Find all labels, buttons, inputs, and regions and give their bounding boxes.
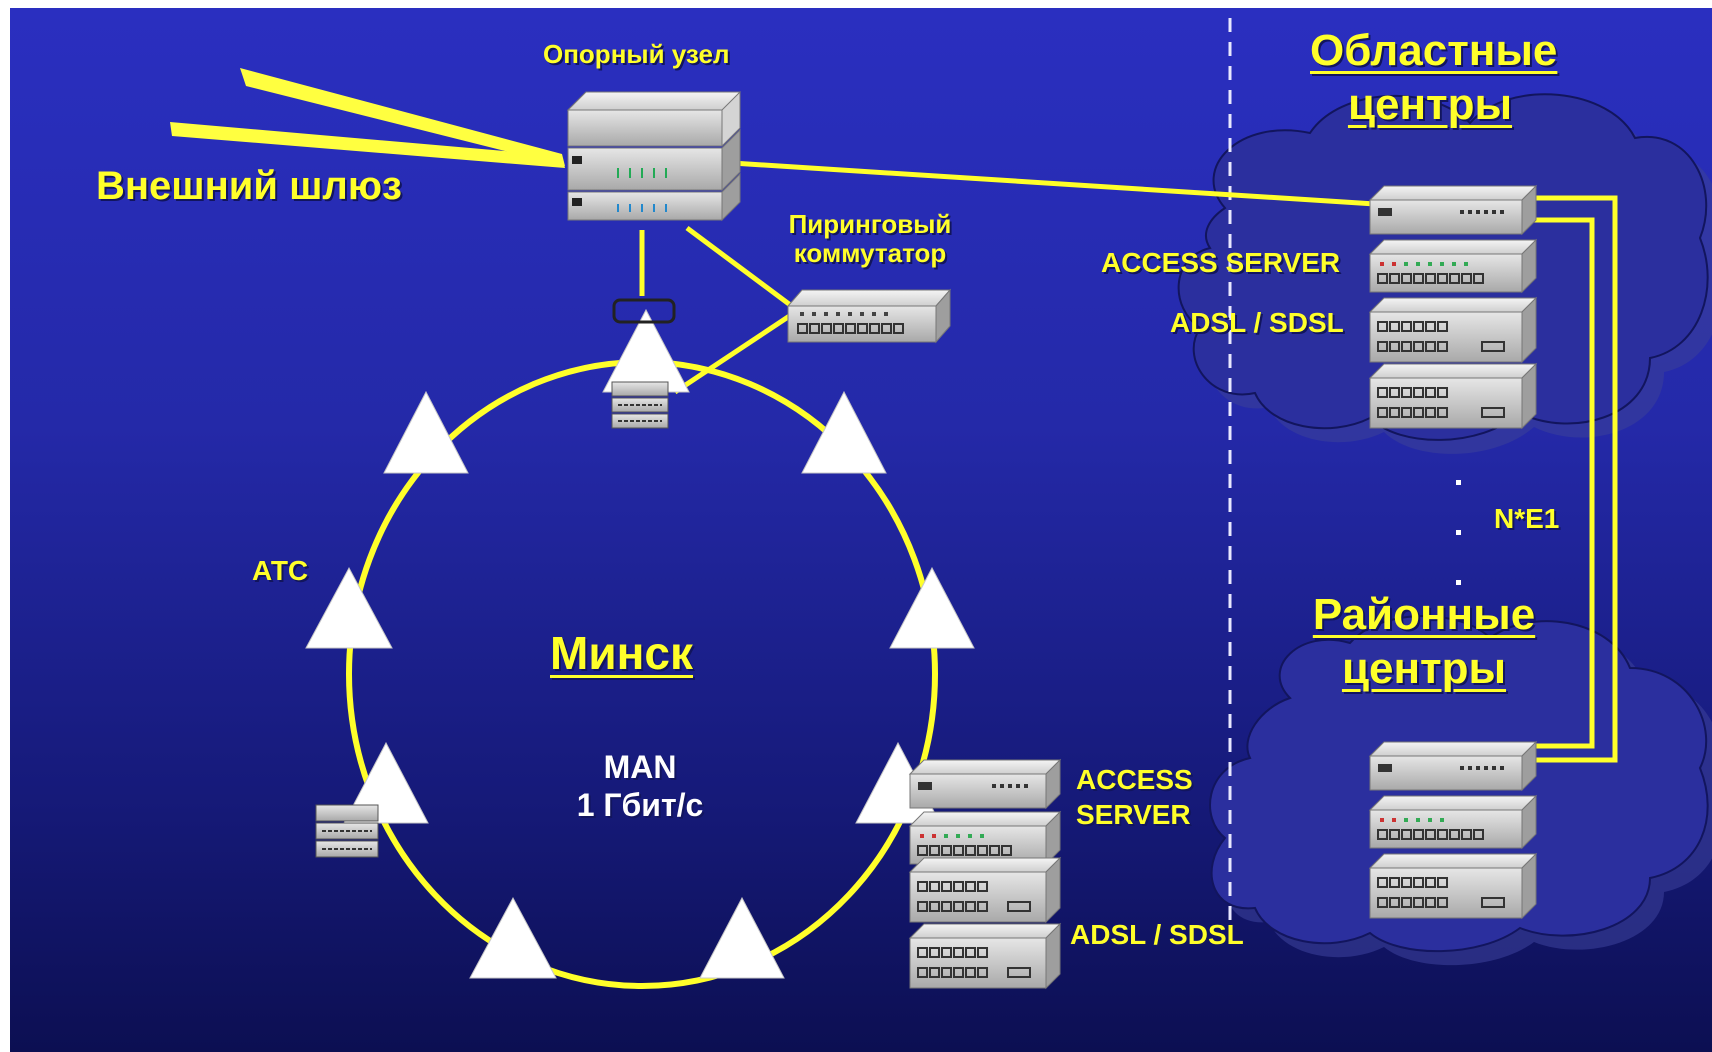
regional-access-server-icon xyxy=(1368,184,1538,236)
peering-switch-label-line1: Пиринговый xyxy=(788,209,952,239)
atc-triangle-icon xyxy=(305,566,393,649)
core-node-label: Опорный узел xyxy=(543,39,730,69)
regional-access-server-label: ACCESS SERVER xyxy=(1101,247,1341,278)
atc-triangle-icon xyxy=(343,741,429,824)
regional-centers-label: Областные центры xyxy=(1310,24,1558,131)
regional-centers-label-line2: центры xyxy=(1347,79,1513,129)
city-switch-icon xyxy=(908,810,1062,866)
city-dslam-icon xyxy=(908,922,1062,990)
district-switch-icon xyxy=(1368,794,1538,850)
continuation-dots xyxy=(1456,480,1461,585)
regional-dslam-icon xyxy=(1368,296,1538,364)
network-diagram xyxy=(170,18,1712,990)
network-diagram-slide: Опорный узел Внешний шлюз Пиринговый ком… xyxy=(10,8,1712,1052)
atc-label: АТС xyxy=(252,555,309,586)
ring-top-switch-icon xyxy=(611,381,669,429)
district-dslam-icon xyxy=(1368,852,1538,920)
ring-left-switch-icon xyxy=(315,804,379,858)
external-gateway-label: Внешний шлюз xyxy=(96,164,402,208)
district-access-server-icon xyxy=(1368,740,1538,792)
atc-triangle-icon xyxy=(699,896,785,979)
network-links xyxy=(639,160,1618,763)
core-router-icon xyxy=(566,91,742,222)
city-access-server-label: ACCESS SERVER xyxy=(1076,762,1193,832)
peering-switch-icon xyxy=(786,288,952,344)
city-dslam-icon xyxy=(908,856,1062,924)
regional-dsl-label: ADSL / SDSL xyxy=(1170,307,1344,338)
district-centers-label-line1: Районные xyxy=(1312,590,1536,639)
city-access-server-icon xyxy=(908,758,1062,810)
uplink-module-icon xyxy=(612,298,676,324)
peering-switch-label-line2: коммутатор xyxy=(793,237,947,268)
atc-triangle-icon xyxy=(383,390,469,474)
man-label-line1: MAN xyxy=(603,749,677,785)
regional-dslam-icon xyxy=(1368,362,1538,430)
district-centers-label-line2: центры xyxy=(1341,643,1507,693)
regional-centers-label-line1: Областные xyxy=(1310,26,1558,75)
regional-switch-icon xyxy=(1368,238,1538,294)
city-access-server-label-line1: ACCESS xyxy=(1076,764,1193,795)
man-label: MAN 1 Гбит/с xyxy=(550,748,730,825)
external-gateway-beams xyxy=(170,68,565,168)
peering-switch-label: Пиринговый коммутатор xyxy=(782,210,958,267)
city-dsl-label: ADSL / SDSL xyxy=(1070,919,1244,950)
atc-triangle-icon xyxy=(889,566,975,649)
n-e1-label: N*E1 xyxy=(1494,503,1560,534)
man-label-line2: 1 Гбит/с xyxy=(576,787,704,824)
district-centers-label: Районные центры xyxy=(1300,588,1548,695)
city-label: Минск xyxy=(550,627,693,679)
atc-triangle-icon xyxy=(801,390,887,474)
atc-triangle-icon xyxy=(469,896,557,979)
atc-triangles xyxy=(305,308,975,979)
city-access-server-label-line2: SERVER xyxy=(1076,799,1191,830)
